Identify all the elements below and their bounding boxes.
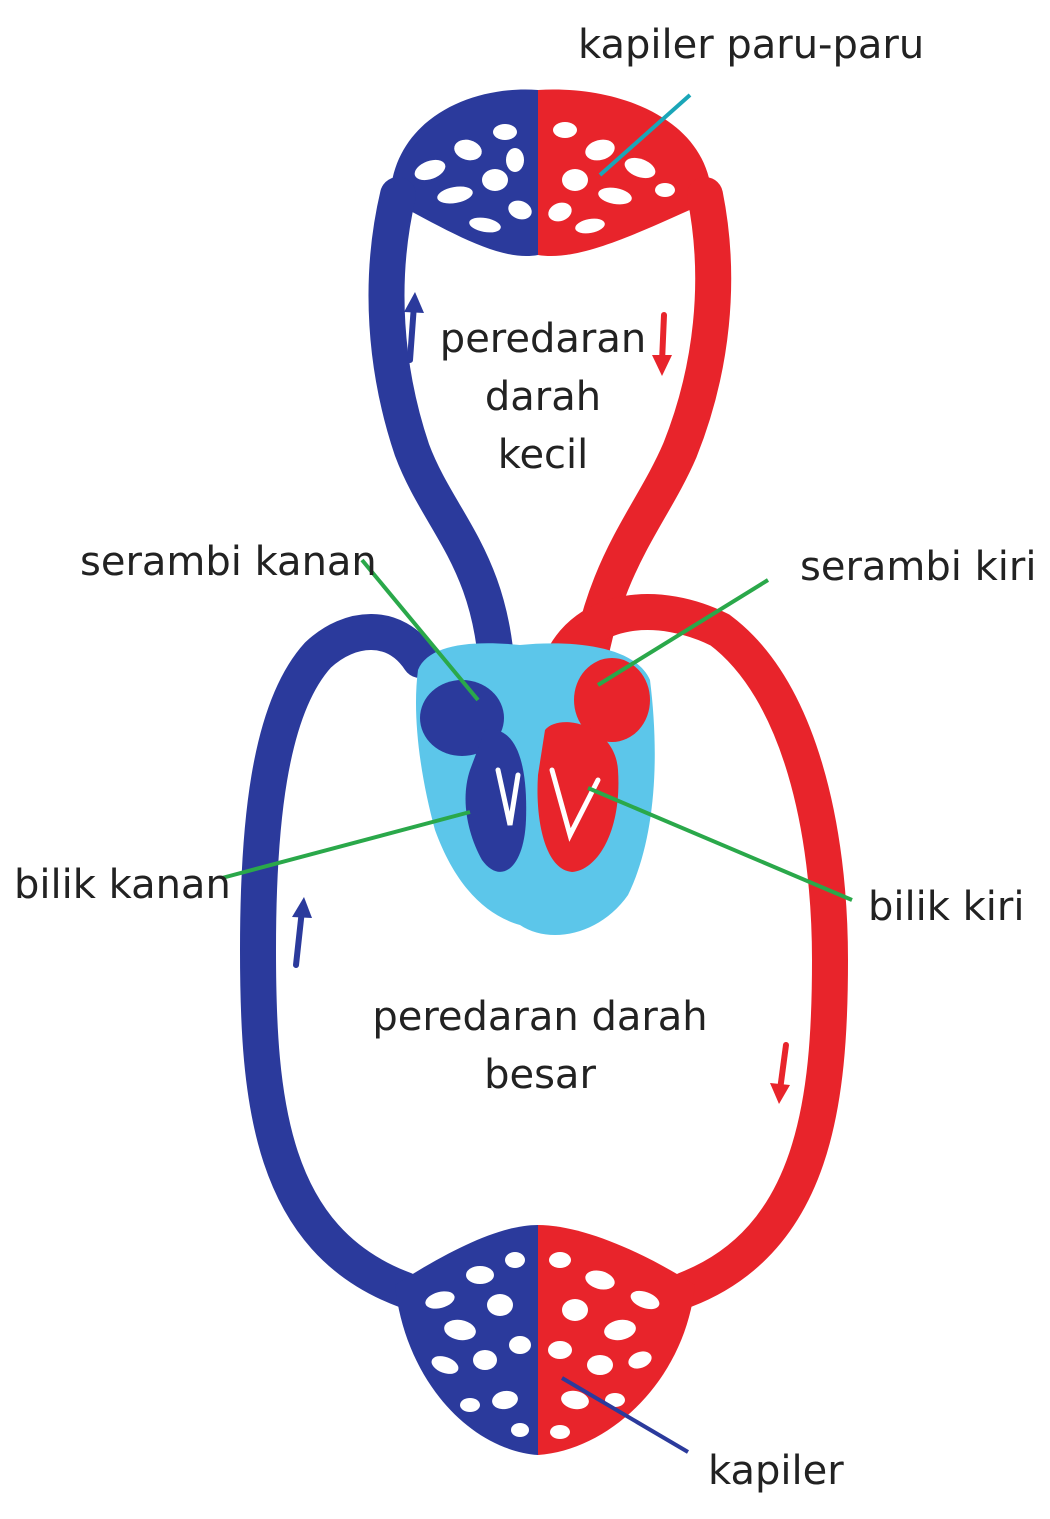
arrow-up-systemic-icon — [292, 897, 312, 965]
label-kapiler-paru: kapiler paru-paru — [578, 22, 924, 68]
label-kapiler: kapiler — [708, 1448, 844, 1494]
label-serambi-kanan: serambi kanan — [80, 539, 377, 585]
lung-capillary-red-half — [538, 90, 712, 256]
small-circulation-line-2: darah — [485, 374, 601, 420]
pulmonary-artery — [387, 195, 498, 690]
label-serambi-kiri: serambi kiri — [800, 544, 1036, 590]
label-bilik-kanan: bilik kanan — [14, 862, 231, 908]
body-capillary-network — [395, 1225, 695, 1455]
heart — [416, 643, 655, 935]
large-circulation-line-2: besar — [484, 1052, 596, 1098]
label-bilik-kiri: bilik kiri — [868, 884, 1024, 930]
lung-capillary-blue-half — [390, 90, 538, 256]
lung-capillary-network — [390, 90, 712, 256]
vena-cava — [258, 632, 420, 1290]
small-circulation-line-3: kecil — [498, 432, 589, 478]
small-circulation-line-1: peredaran — [440, 316, 646, 362]
large-circulation-line-1: peredaran darah — [372, 994, 707, 1040]
arrow-down-pulmonary-icon — [652, 315, 672, 376]
arrow-down-systemic-icon — [770, 1045, 790, 1104]
